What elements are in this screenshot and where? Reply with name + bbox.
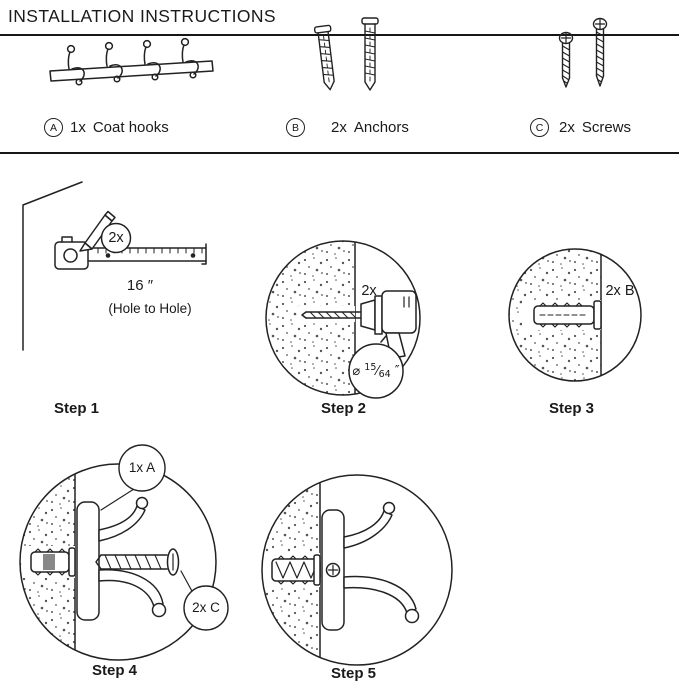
anchor-with-screw-icon bbox=[271, 554, 321, 586]
part-name-anchors: Anchors bbox=[353, 119, 409, 136]
pencil-icon bbox=[79, 210, 116, 252]
bit-unit: ″ bbox=[394, 364, 400, 379]
callout-a-leader bbox=[100, 488, 135, 511]
step2-label: Step 2 bbox=[321, 400, 367, 417]
bit-fraction-slash: ⁄ bbox=[376, 364, 379, 379]
part-name-screws: Screws bbox=[581, 119, 632, 136]
step2-qty: 2x bbox=[361, 283, 377, 299]
step1-qty: 2x bbox=[108, 230, 124, 246]
screw-icon bbox=[592, 17, 608, 87]
bit-fraction-denominator: 64 bbox=[378, 369, 391, 380]
step4-label: Step 4 bbox=[92, 662, 138, 679]
part-badge-c: C bbox=[530, 118, 549, 137]
screw-side-icon bbox=[95, 548, 180, 576]
callout-c-bubble bbox=[183, 585, 229, 631]
hole-mark-dot bbox=[105, 253, 111, 258]
screws-illustration bbox=[558, 17, 608, 88]
step5-illustration bbox=[261, 474, 453, 666]
anchor-icon bbox=[313, 24, 335, 91]
bit-fraction-numerator: 15 bbox=[364, 362, 377, 373]
step5-circle bbox=[261, 474, 453, 666]
step3-illustration bbox=[508, 248, 642, 382]
wall-cross-section bbox=[266, 241, 356, 395]
callout-c-leader bbox=[180, 570, 194, 594]
divider-top bbox=[0, 34, 679, 36]
anchor-in-wall-icon bbox=[533, 300, 602, 330]
hole-mark-dot bbox=[190, 253, 196, 258]
part-badge-a: A bbox=[44, 118, 63, 137]
part-qty-coat-hooks: 1x bbox=[70, 119, 86, 136]
step3-circle bbox=[508, 248, 642, 382]
anchors-illustration bbox=[313, 17, 379, 91]
coat-hook-mounted-icon bbox=[321, 501, 420, 631]
step1-measurement: 16 ″ bbox=[126, 277, 154, 294]
coat-hooks-illustration bbox=[49, 37, 214, 86]
step4-callout-right: 2x C bbox=[192, 600, 220, 615]
bit-size-bubble bbox=[348, 343, 404, 399]
step2-bit-size: ⌀ 15⁄64 ″ bbox=[344, 362, 408, 380]
anchor-icon bbox=[361, 17, 379, 91]
wall-corner-lines bbox=[22, 181, 83, 351]
diameter-symbol: ⌀ bbox=[352, 364, 361, 379]
part-badge-b: B bbox=[286, 118, 305, 137]
anchor-in-wall-icon bbox=[30, 547, 76, 577]
divider-middle bbox=[0, 152, 679, 154]
step3-qty: 2x B bbox=[605, 283, 635, 299]
step1-illustration bbox=[22, 181, 207, 351]
step1-note: (Hole to Hole) bbox=[108, 301, 192, 316]
page-title: INSTALLATION INSTRUCTIONS bbox=[8, 6, 276, 26]
part-item-anchors: B 2x Anchors bbox=[286, 118, 409, 137]
part-item-coat-hooks: A 1x Coat hooks bbox=[44, 118, 169, 137]
rack-bar bbox=[49, 60, 214, 82]
step2-illustration bbox=[265, 240, 421, 399]
coat-hook-side-icon bbox=[76, 496, 167, 621]
step5-label: Step 5 bbox=[331, 665, 377, 682]
step4-illustration bbox=[19, 444, 229, 661]
step3-label: Step 3 bbox=[549, 400, 595, 417]
part-item-screws: C 2x Screws bbox=[530, 118, 631, 137]
step4-callout-top: 1x A bbox=[128, 460, 156, 475]
step4-circle bbox=[19, 463, 217, 661]
callout-a-bubble bbox=[118, 444, 166, 492]
step2-circle bbox=[265, 240, 421, 396]
screw-icon bbox=[558, 31, 574, 88]
qty-bubble bbox=[100, 222, 132, 254]
tape-measure-icon bbox=[54, 236, 207, 270]
part-qty-anchors: 2x bbox=[331, 119, 347, 136]
part-qty-screws: 2x bbox=[559, 119, 575, 136]
step1-label: Step 1 bbox=[54, 400, 100, 417]
part-name-coat-hooks: Coat hooks bbox=[92, 119, 169, 136]
